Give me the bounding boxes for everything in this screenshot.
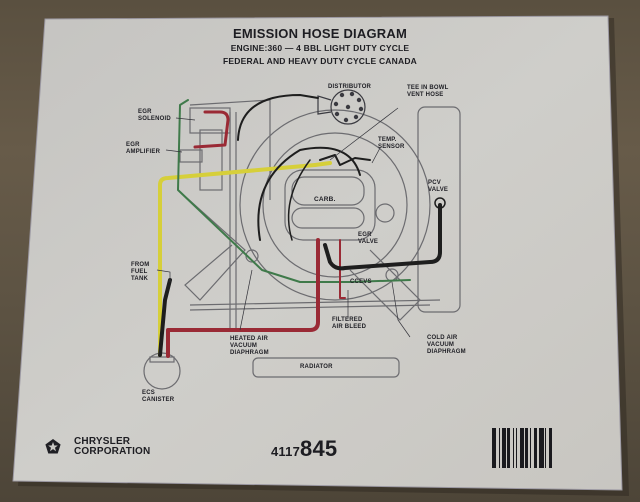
engine-outline	[143, 99, 461, 390]
label-carb: CARB.	[314, 196, 336, 203]
distributor-icon	[317, 89, 366, 125]
barcode	[492, 428, 553, 468]
barcode-bar	[545, 428, 547, 468]
barcode-bar	[533, 428, 537, 468]
diagram-title: EMISSION HOSE DIAGRAM	[233, 26, 407, 41]
barcode-bar	[498, 428, 501, 468]
pentastar-icon	[45, 439, 61, 454]
barcode-bar	[519, 428, 525, 468]
label-ccevs: CCEVS	[350, 279, 372, 285]
barcode-bar	[549, 428, 553, 468]
barcode-bar	[525, 428, 529, 468]
leader-lines	[156, 107, 411, 338]
barcode-bar	[492, 428, 497, 468]
barcode-bar	[501, 428, 506, 468]
label-distributor: DISTRIBUTOR	[328, 84, 372, 90]
engine-spec: ENGINE:360 — 4 BBL LIGHT DUTY CYCLE	[230, 43, 410, 53]
label-temp-sensor: TEMP.SENSOR	[378, 137, 405, 150]
part-number: 4117845	[271, 436, 338, 461]
pcv-valve-icon	[434, 197, 446, 209]
barcode-bar	[529, 428, 532, 468]
hoses	[158, 94, 442, 358]
barcode-bar	[539, 428, 544, 468]
barcode-bar	[507, 428, 511, 468]
region-spec: FEDERAL AND HEAVY DUTY CYCLE CANADA	[222, 56, 418, 66]
barcode-bar	[512, 428, 515, 468]
label-radiator: RADIATOR	[300, 364, 333, 370]
barcode-bar	[515, 428, 518, 468]
